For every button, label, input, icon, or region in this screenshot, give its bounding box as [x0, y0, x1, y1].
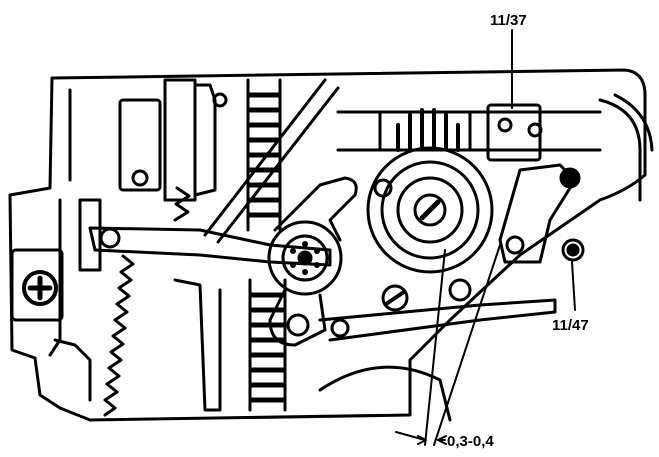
shuttle-screw-left-slot [384, 290, 406, 306]
gap-arrowhead-right [437, 435, 447, 445]
main-lever [88, 226, 332, 267]
coil-spring [103, 254, 135, 417]
small-spring [173, 186, 191, 222]
post-block [163, 78, 197, 202]
crank-lower [268, 288, 327, 347]
left-bracket [10, 248, 64, 322]
gap-arrowhead-left [417, 435, 427, 445]
right-side-screw [561, 238, 585, 262]
small-stud [212, 92, 228, 108]
left-screw-slot [27, 275, 53, 301]
shuttle-screw-left [381, 284, 409, 312]
lower-lever-screw [330, 318, 350, 338]
right-tube [598, 93, 654, 202]
right-bracket [498, 163, 577, 264]
callout-part-right: 11/47 [552, 317, 589, 334]
right-upper-screw-2 [527, 122, 543, 138]
shuttle-pin [373, 178, 393, 198]
diagonal-rod [203, 78, 340, 244]
lever-end-screw [99, 227, 121, 249]
housing-outline [8, 68, 647, 422]
shuttle-bobbin [396, 176, 464, 244]
callout-part-top: 11/37 [490, 12, 527, 29]
shuttle-slot [419, 199, 441, 221]
right-bracket-screw [505, 235, 525, 255]
shuttle-screw-right [448, 278, 472, 302]
callout-gap-setting: 0,3-0,4 [447, 433, 494, 450]
housing-inner-edge [48, 88, 72, 357]
gap-line-a [424, 249, 446, 446]
right-bracket-pin [559, 167, 581, 189]
shuttle-ring [380, 160, 480, 260]
pivot-hub-inner [281, 234, 329, 282]
leader-11-47 [571, 261, 576, 311]
lower-left-plate [53, 278, 222, 412]
crank-lower-screw [286, 313, 310, 337]
lever-end-bracket [78, 198, 102, 272]
pivot-star-center [297, 250, 313, 266]
lower-lever [318, 298, 557, 342]
shuttle-gear-teeth [396, 108, 460, 152]
pivot-hub-outer [267, 220, 343, 296]
post-cap [193, 83, 217, 197]
right-upper-screw [497, 117, 513, 133]
crank-arm [273, 176, 358, 242]
shuttle-center [413, 193, 447, 227]
top-bar-face [378, 110, 472, 152]
left-screw [22, 270, 58, 306]
upper-left-screw [131, 169, 149, 187]
gap-line-b [433, 244, 501, 446]
right-side-screw-inner [566, 243, 580, 257]
lower-curve [318, 365, 452, 422]
pivot-star-dots [290, 241, 320, 275]
shuttle-outer [366, 146, 494, 274]
rack-teeth-lower [249, 292, 286, 403]
upper-left-bracket [118, 98, 162, 192]
